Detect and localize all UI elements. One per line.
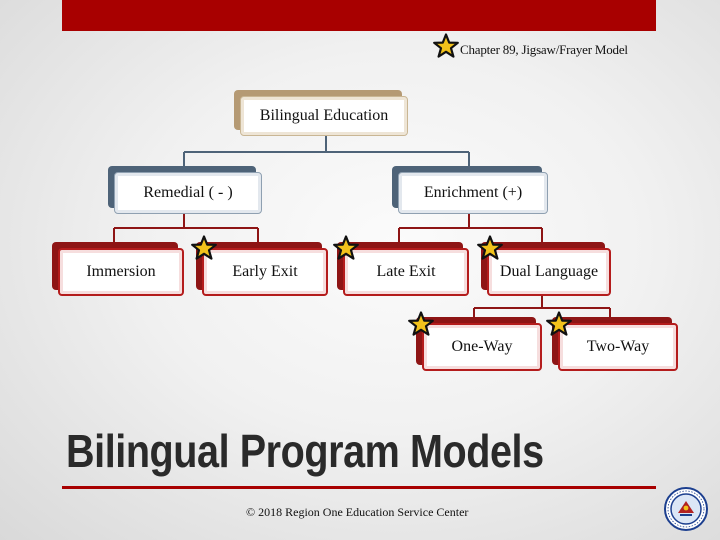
node-late-exit: Late Exit	[337, 242, 469, 296]
star-icon	[477, 235, 503, 261]
node-label: Bilingual Education	[240, 96, 408, 136]
node-early-exit: Early Exit	[196, 242, 328, 296]
star-icon	[408, 311, 434, 337]
node-label: Immersion	[58, 248, 184, 296]
node-label: Enrichment (+)	[398, 172, 548, 214]
star-icon	[333, 235, 359, 261]
node-label: Early Exit	[202, 248, 328, 296]
node-label: Late Exit	[343, 248, 469, 296]
node-label: Remedial ( - )	[114, 172, 262, 214]
node-enrichment: Enrichment (+)	[392, 166, 548, 214]
star-icon	[191, 235, 217, 261]
top-accent-bar	[62, 0, 656, 31]
node-two-way: Two-Way	[552, 317, 678, 371]
title-underline	[62, 486, 656, 489]
star-icon	[546, 311, 572, 337]
node-remedial: Remedial ( - )	[108, 166, 262, 214]
region-one-seal-logo	[664, 487, 708, 531]
node-bilingual-education: Bilingual Education	[234, 90, 408, 136]
node-label: One-Way	[422, 323, 542, 371]
node-immersion: Immersion	[52, 242, 184, 296]
node-one-way: One-Way	[416, 317, 542, 371]
slide-title: Bilingual Program Models	[66, 425, 544, 477]
node-label: Dual Language	[487, 248, 611, 296]
node-label: Two-Way	[558, 323, 678, 371]
copyright-text: © 2018 Region One Education Service Cent…	[246, 505, 469, 519]
node-dual-language: Dual Language	[481, 242, 611, 296]
chapter-subtitle: Chapter 89, Jigsaw/Frayer Model	[460, 42, 628, 57]
